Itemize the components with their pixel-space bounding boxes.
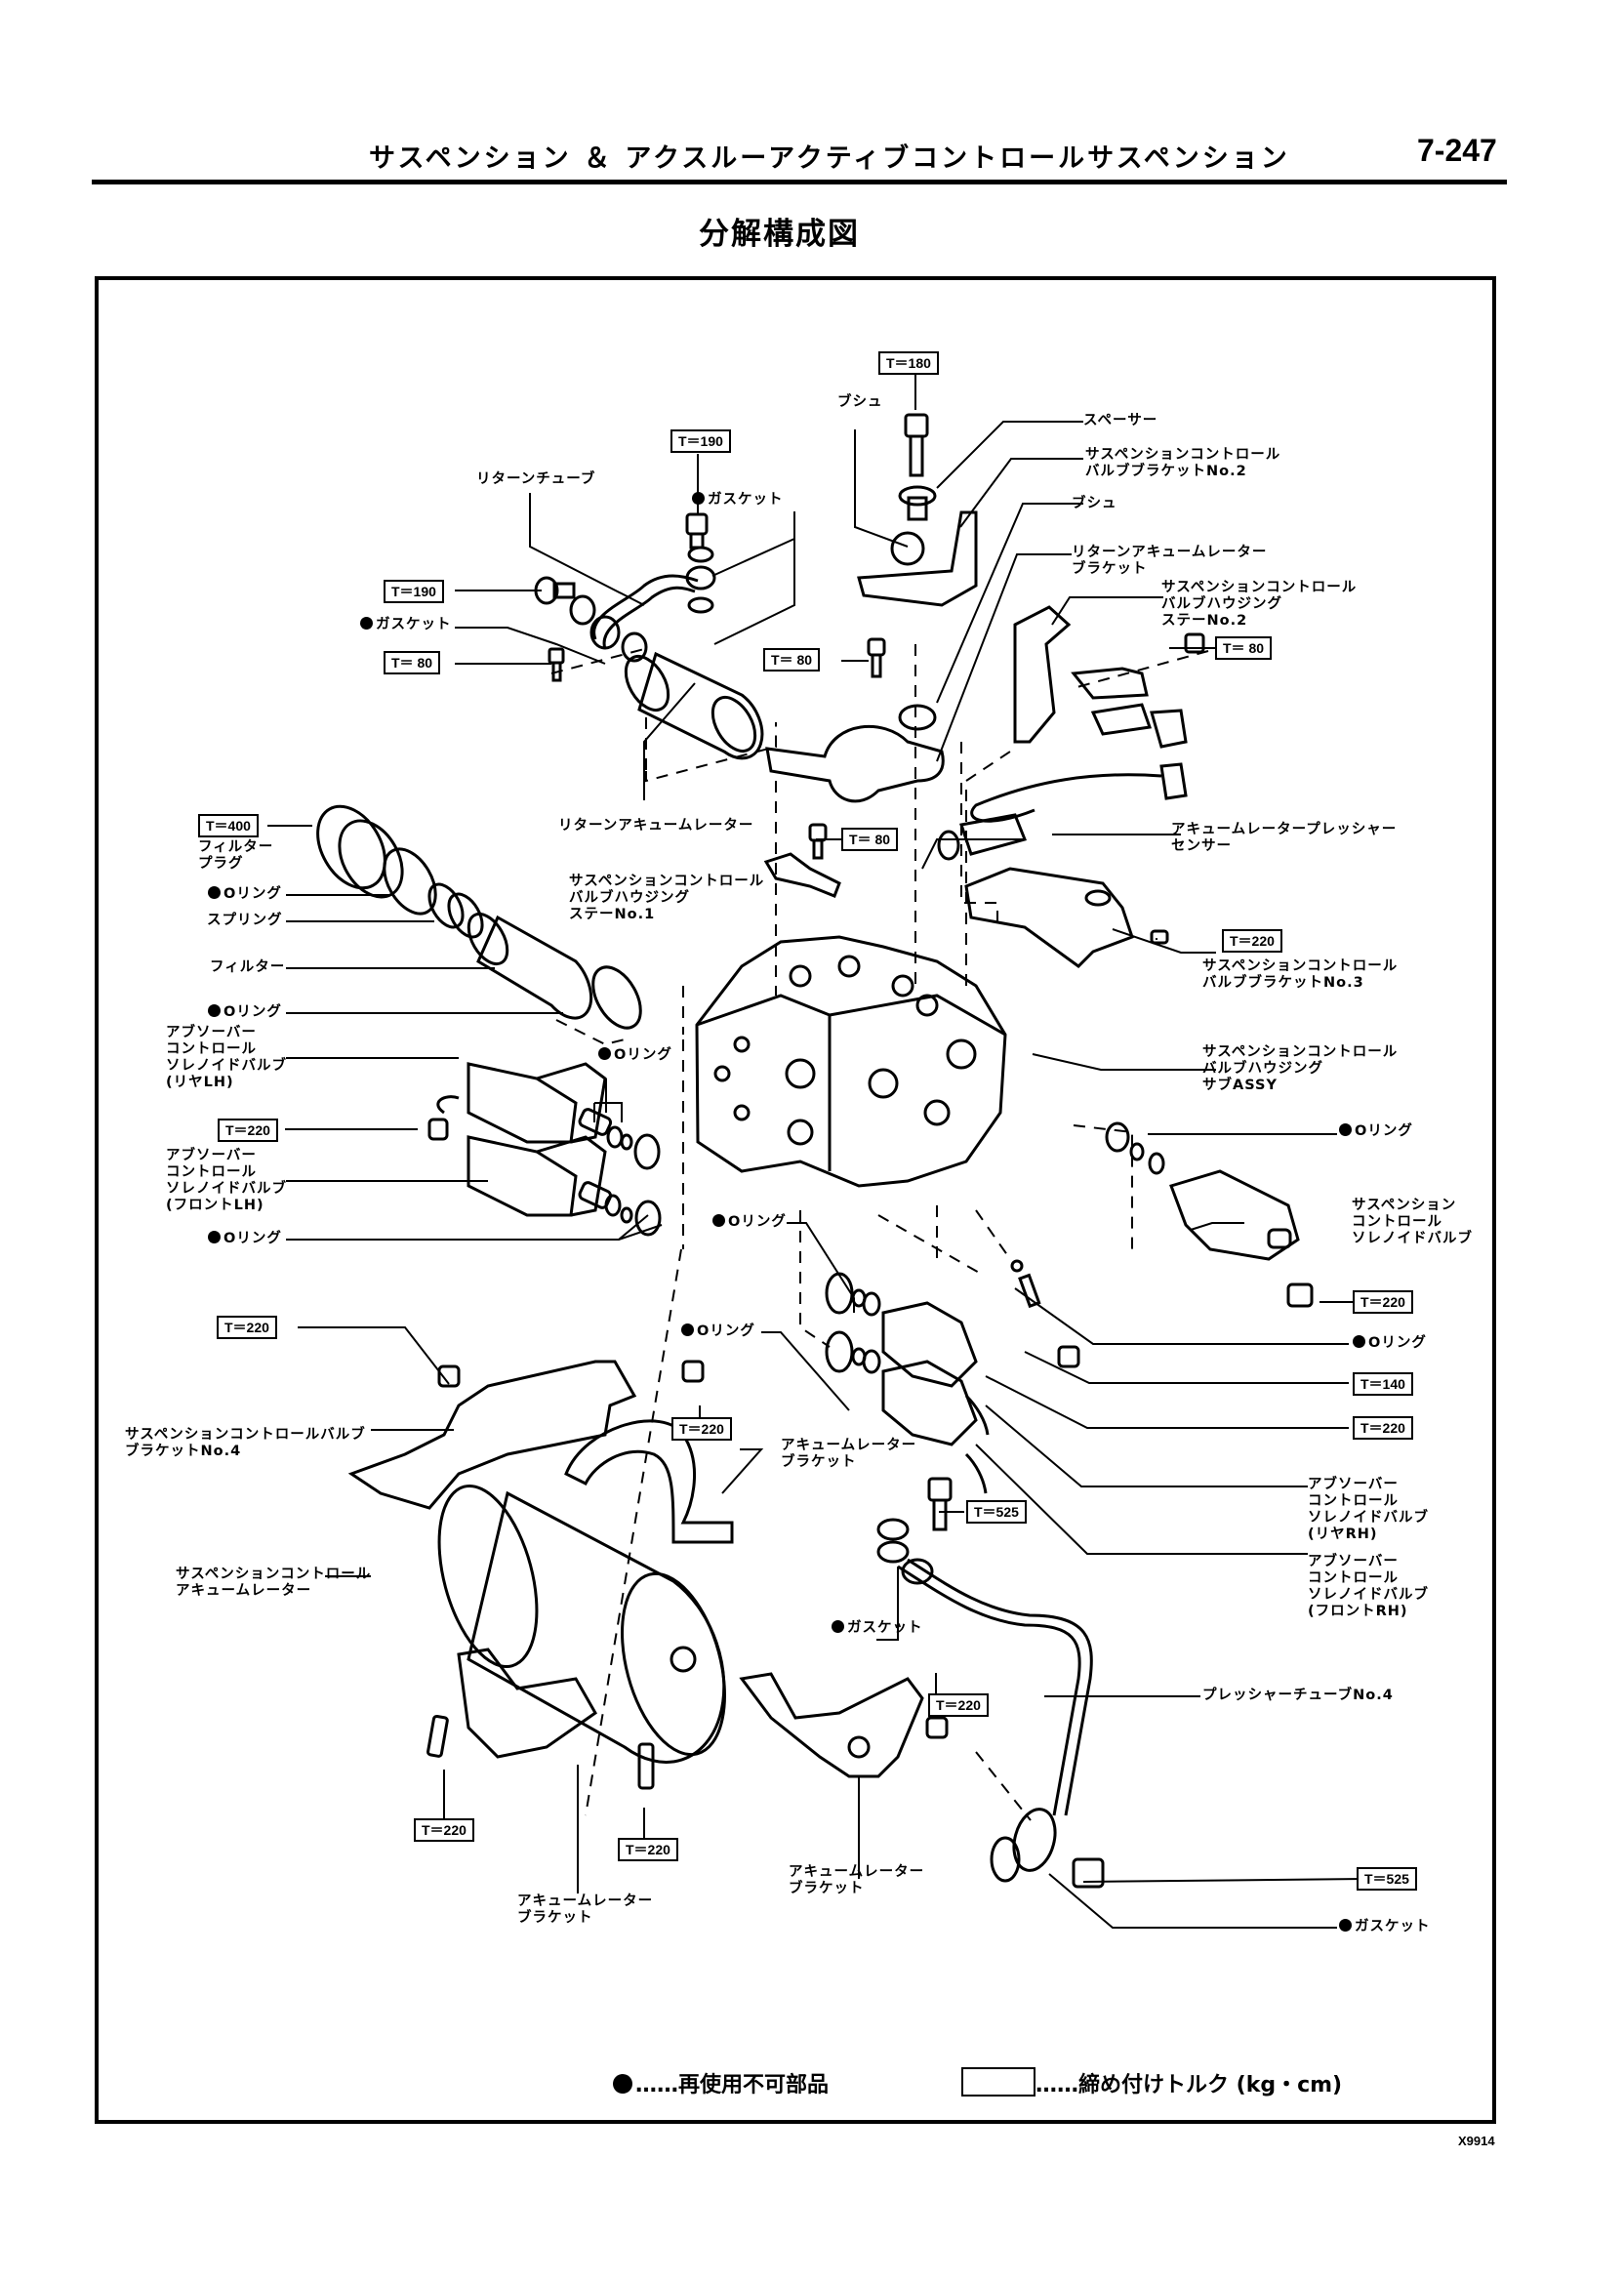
part-label-acc-bracket-upper: アキュームレーター ブラケット	[781, 1438, 917, 1470]
non-reusable-icon	[1339, 1919, 1352, 1932]
torque-label: T＝400	[198, 814, 259, 837]
part-label-valve-bracket-no2: サスペンションコントロール バルブブラケットNo.2	[1085, 447, 1281, 479]
torque-label: T＝220	[618, 1838, 678, 1861]
torque-label: T＝ 80	[1215, 636, 1273, 660]
part-label-o-ring: Oリング	[1353, 1335, 1427, 1352]
part-label-valve-bracket-no4: サスペンションコントロールバルブ ブラケットNo.4	[125, 1427, 366, 1459]
legend-non-reusable: ……再使用不可部品	[613, 2067, 829, 2098]
torque-label: T＝220	[414, 1818, 474, 1842]
part-label-o-ring: Oリング	[598, 1047, 672, 1064]
part-label-absorber-front-rh: アブソーバー コントロール ソレノイドバルブ (フロントRH)	[1308, 1554, 1429, 1619]
non-reusable-icon	[692, 492, 705, 505]
part-label-gasket-top: ガスケット	[692, 492, 784, 509]
torque-label: T＝180	[878, 351, 939, 375]
leader-lines	[267, 374, 1367, 1929]
non-reusable-icon	[208, 886, 221, 899]
non-reusable-icon	[1339, 1123, 1352, 1136]
non-reusable-icon	[832, 1620, 844, 1633]
non-reusable-icon	[208, 1231, 221, 1243]
part-label-filter-plug: フィルター プラグ	[198, 839, 274, 872]
torque-label: T＝525	[966, 1500, 1027, 1524]
torque-label: T＝ 80	[763, 648, 821, 672]
part-label-valve-bracket-no3: サスペンションコントロール バルブブラケットNo.3	[1202, 958, 1399, 991]
torque-label: T＝140	[1353, 1372, 1413, 1396]
part-label-o-ring: Oリング	[1339, 1123, 1413, 1140]
non-reusable-icon	[598, 1047, 611, 1060]
torque-label: T＝220	[1353, 1290, 1413, 1314]
non-reusable-icon	[1353, 1335, 1365, 1348]
part-label-return-tube: リターンチューブ	[476, 471, 596, 487]
torque-label: T＝190	[384, 580, 444, 603]
non-reusable-icon	[208, 1004, 221, 1017]
part-label-return-accumulator: リターンアキュームレーター	[558, 818, 754, 834]
part-label-return-acc-bracket: リターンアキュームレーター ブラケット	[1072, 545, 1268, 577]
part-label-absorber-rear-lh: アブソーバー コントロール ソレノイドバルブ (リヤLH)	[166, 1025, 287, 1090]
part-label-housing-stay-no1: サスペンションコントロール バルブハウジング ステーNo.1	[569, 874, 765, 922]
torque-label: T＝220	[928, 1693, 989, 1717]
torque-label: T＝220	[671, 1417, 732, 1441]
part-label-o-ring: Oリング	[208, 1004, 282, 1021]
non-reusable-icon	[613, 2074, 632, 2094]
part-label-bush-right: ブシュ	[1072, 496, 1117, 511]
torque-label: T＝525	[1357, 1867, 1417, 1891]
header-rule	[92, 180, 1507, 184]
torque-label: T＝ 80	[841, 828, 899, 851]
part-label-gasket-bottom: ガスケット	[1339, 1919, 1431, 1935]
part-label-pressure-tube-no4: プレッシャーチューブNo.4	[1202, 1688, 1394, 1703]
part-label-spring: スプリング	[207, 913, 283, 928]
part-label-pressure-sensor: アキュームレータープレッシャー センサー	[1171, 822, 1398, 854]
part-label-acc-bracket-lower-left: アキュームレーター ブラケット	[517, 1893, 654, 1926]
assembly-dashes	[550, 644, 1209, 1821]
parts	[316, 413, 1314, 1889]
part-label-susp-solenoid: サスペンション コントロール ソレノイドバルブ	[1352, 1198, 1473, 1246]
torque-label: T＝220	[217, 1316, 277, 1339]
part-label-housing-stay-no2: サスペンションコントロール バルブハウジング ステーNo.2	[1161, 580, 1358, 629]
torque-label: T＝ 80	[384, 651, 441, 674]
part-label-o-ring: Oリング	[208, 886, 282, 903]
part-label-o-ring: Oリング	[712, 1214, 787, 1231]
diagram-frame	[95, 276, 1496, 2124]
torque-label: T＝190	[670, 429, 731, 453]
part-label-housing-sub-assy: サスペンションコントロール バルブハウジング サブASSY	[1202, 1044, 1399, 1093]
part-label-o-ring: Oリング	[681, 1323, 755, 1340]
chapter-title: サスペンション ＆ アクスルーアクティブコントロールサスペンション	[369, 143, 1290, 174]
part-label-absorber-front-lh: アブソーバー コントロール ソレノイドバルブ (フロントLH)	[166, 1148, 287, 1213]
figure-code: X9914	[1458, 2134, 1495, 2148]
part-label-o-ring: Oリング	[208, 1231, 282, 1247]
part-label-bush-top: ブシュ	[837, 394, 883, 410]
section-title: 分解構成図	[699, 217, 860, 252]
legend-torque: ……締め付けトルク (kg・cm)	[961, 2067, 1342, 2098]
part-label-gasket-mid: ガスケット	[832, 1620, 923, 1637]
non-reusable-icon	[360, 617, 373, 630]
non-reusable-icon	[681, 1323, 694, 1336]
torque-label: T＝220	[218, 1119, 278, 1142]
part-label-gasket-left: ガスケット	[360, 617, 452, 633]
torque-label: T＝220	[1353, 1416, 1413, 1440]
part-label-absorber-rear-rh: アブソーバー コントロール ソレノイドバルブ (リヤRH)	[1308, 1477, 1429, 1542]
part-label-susp-accumulator: サスペンションコントロール アキュームレーター	[176, 1567, 372, 1599]
non-reusable-icon	[712, 1214, 725, 1227]
part-label-filter: フィルター	[210, 959, 286, 975]
part-label-spacer: スペーサー	[1083, 413, 1158, 428]
torque-label: T＝220	[1222, 929, 1282, 953]
torque-box-icon	[961, 2067, 1035, 2097]
part-label-acc-bracket-lower-mid: アキュームレーター ブラケット	[789, 1864, 925, 1896]
page-number: 7-247	[1417, 133, 1497, 168]
